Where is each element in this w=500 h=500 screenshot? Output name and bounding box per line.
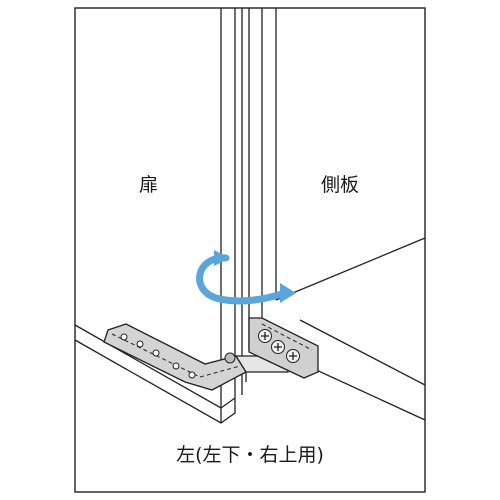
caption: 左(左下・右上用): [176, 444, 324, 466]
curved-arrow-icon: [196, 250, 296, 305]
hinge-side-plate: [248, 317, 319, 379]
door-drawing: [74, 8, 243, 424]
outer-frame: [74, 7, 426, 493]
side-panel-label: 側板: [321, 174, 360, 196]
cross-screw-icon: [286, 349, 300, 363]
door-label: 扉: [139, 174, 159, 196]
cross-screw-icon: [258, 329, 272, 343]
cross-screw-icon: [271, 340, 285, 354]
